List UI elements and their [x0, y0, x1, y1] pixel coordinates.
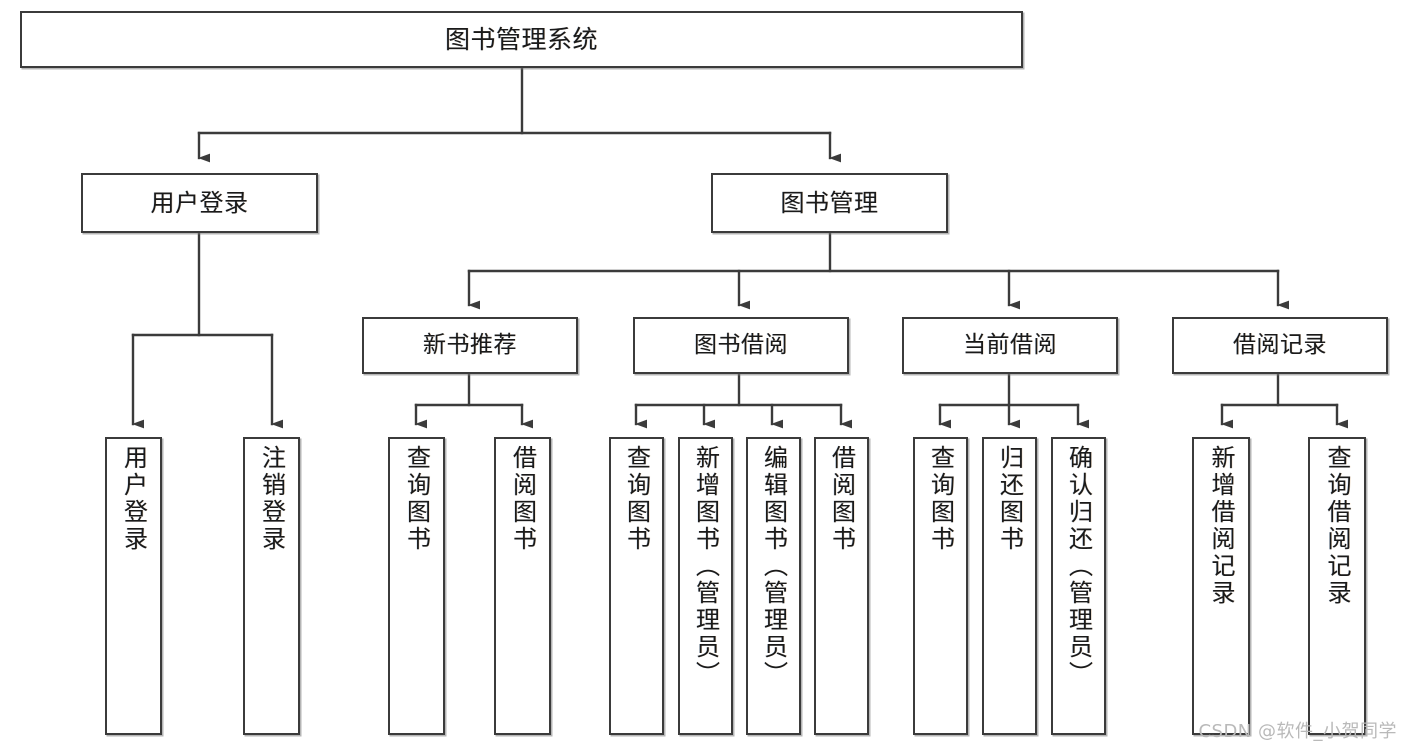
leaf-logout[interactable]: 注销登录 — [243, 437, 300, 735]
node-root-library-system[interactable]: 图书管理系统 — [20, 11, 1023, 68]
leaf-borrow-borrow-book[interactable]: 借阅图书 — [814, 437, 869, 735]
node-label: 用户登录 — [150, 188, 249, 217]
node-label: 查询借阅记录 — [1323, 445, 1351, 607]
node-current-borrow[interactable]: 当前借阅 — [902, 317, 1118, 374]
node-label: 编辑图书（管理员） — [759, 445, 788, 688]
node-label: 确认归还（管理员） — [1064, 445, 1093, 688]
node-new-book-recommend[interactable]: 新书推荐 — [362, 317, 578, 374]
node-label: 图书管理 — [780, 188, 879, 217]
watermark: CSDN @软件_小贺同学 — [1198, 721, 1397, 742]
node-label: 图书管理系统 — [444, 24, 598, 54]
node-label: 借阅图书 — [508, 445, 537, 553]
node-book-borrow[interactable]: 图书借阅 — [633, 317, 849, 374]
leaf-new-book-query-book[interactable]: 查询图书 — [388, 437, 445, 735]
leaf-borrow-add-book-admin[interactable]: 新增图书（管理员） — [678, 437, 733, 735]
node-label: 查询图书 — [622, 445, 651, 553]
node-label: 当前借阅 — [963, 331, 1057, 358]
leaf-user-login[interactable]: 用户登录 — [105, 437, 162, 735]
node-label: 用户登录 — [119, 445, 148, 553]
node-label: 借阅记录 — [1233, 331, 1327, 358]
leaf-current-confirm-return-admin[interactable]: 确认归还（管理员） — [1051, 437, 1106, 735]
node-label: 新增图书（管理员） — [691, 445, 720, 688]
leaf-current-query-book[interactable]: 查询图书 — [913, 437, 968, 735]
node-borrow-record[interactable]: 借阅记录 — [1172, 317, 1388, 374]
leaf-borrow-query-book[interactable]: 查询图书 — [609, 437, 664, 735]
node-book-management[interactable]: 图书管理 — [711, 173, 948, 233]
leaf-borrow-edit-book-admin[interactable]: 编辑图书（管理员） — [746, 437, 801, 735]
node-label: 借阅图书 — [827, 445, 856, 553]
node-label: 归还图书 — [995, 445, 1024, 553]
leaf-current-return-book[interactable]: 归还图书 — [982, 437, 1037, 735]
node-label: 新增借阅记录 — [1207, 445, 1235, 607]
node-label: 查询图书 — [926, 445, 955, 553]
leaf-record-add-borrow-record[interactable]: 新增借阅记录 — [1192, 437, 1250, 735]
node-label: 图书借阅 — [694, 331, 788, 358]
leaf-record-query-borrow-record[interactable]: 查询借阅记录 — [1308, 437, 1366, 735]
node-label: 注销登录 — [257, 445, 286, 553]
node-label: 新书推荐 — [423, 331, 517, 358]
leaf-new-book-borrow-book[interactable]: 借阅图书 — [494, 437, 551, 735]
node-label: 查询图书 — [402, 445, 431, 553]
node-user-login[interactable]: 用户登录 — [81, 173, 318, 233]
